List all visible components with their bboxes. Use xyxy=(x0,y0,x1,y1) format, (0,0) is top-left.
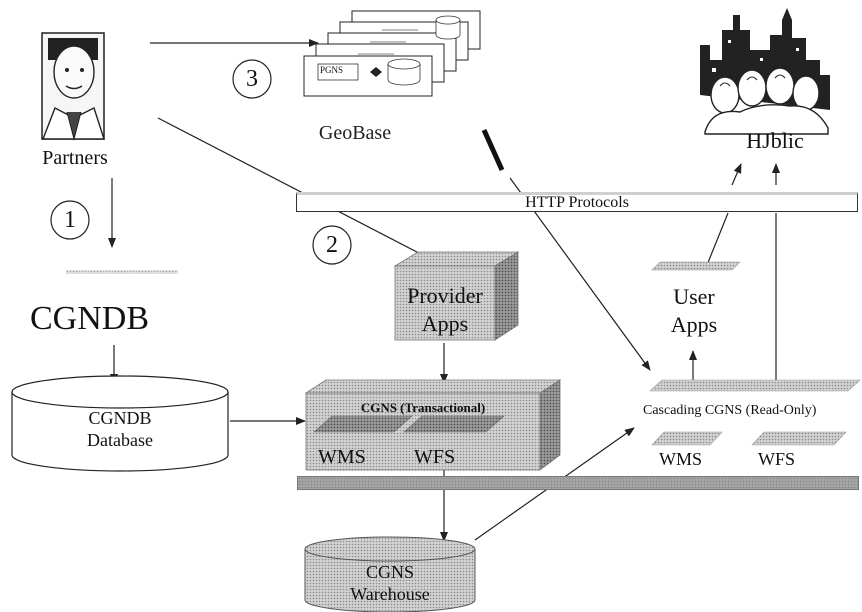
arrow-http-public-1 xyxy=(731,163,742,186)
cascading-wms-tile xyxy=(651,431,723,446)
wms-left-label: WMS xyxy=(318,446,366,468)
step-1-circle xyxy=(50,200,90,240)
geobase-link-bar xyxy=(481,128,505,172)
user-apps-tile xyxy=(651,261,741,271)
user-apps-label-1: User xyxy=(673,284,715,309)
warehouse-label-2: Warehouse xyxy=(350,584,430,604)
cgndb-db-label-1: CGNDB xyxy=(88,408,152,428)
step-1-number: 1 xyxy=(64,207,76,233)
public-crowd-icon xyxy=(700,8,830,135)
cgndb-title: CGNDB xyxy=(30,300,150,337)
wms-right-label: WMS xyxy=(659,449,703,469)
arrow-partners-provider xyxy=(157,117,441,265)
step-3-number: 3 xyxy=(246,66,258,92)
geobase-label: GeoBase xyxy=(318,122,392,144)
wfs-right-label: WFS xyxy=(758,449,796,469)
partners-label: Partners xyxy=(42,147,108,169)
cascading-wfs-tile xyxy=(751,431,847,446)
geobase-stack-icon xyxy=(303,10,481,97)
cascading-tile xyxy=(649,379,861,392)
step-2-number: 2 xyxy=(326,232,338,258)
cascading-label: Cascading CGNS (Read-Only) xyxy=(643,403,817,418)
cgndb-faint-strip xyxy=(66,270,178,274)
warehouse-label-1: CGNS xyxy=(365,562,414,582)
cgndb-database-cylinder xyxy=(11,375,229,472)
step-3-circle xyxy=(232,59,272,99)
cgns-transactional-box xyxy=(304,379,562,471)
provider-apps-label-2: Apps xyxy=(421,311,469,336)
step-2-circle xyxy=(312,225,352,265)
http-protocols-label: HTTP Protocols xyxy=(525,194,629,211)
line-userapps-http xyxy=(706,212,729,266)
provider-apps-box xyxy=(393,251,520,341)
provider-apps-label-1: Provider xyxy=(407,283,483,308)
cgndb-db-label-2: Database xyxy=(87,430,153,450)
cgns-transactional-label: CGNS (Transactional) xyxy=(360,400,486,415)
wfs-left-label: WFS xyxy=(414,446,456,468)
pgns-label: PGNS xyxy=(320,65,344,75)
public-label: HJblic xyxy=(746,128,804,153)
partner-portrait-icon xyxy=(41,32,105,141)
network-bar xyxy=(297,476,859,490)
http-protocols-bar xyxy=(296,192,858,212)
user-apps-label-2: Apps xyxy=(670,312,718,337)
